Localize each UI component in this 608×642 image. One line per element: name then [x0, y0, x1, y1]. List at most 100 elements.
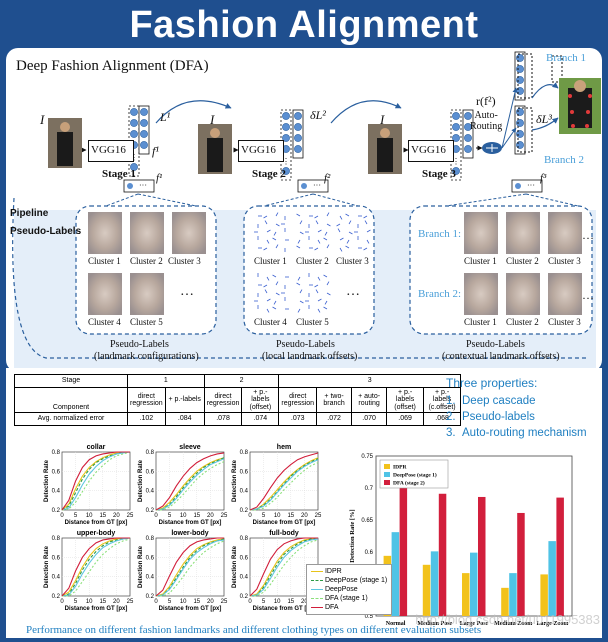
y-tick: 0.8 — [52, 536, 61, 542]
y-tick: 0.8 — [146, 450, 155, 456]
property-item: 3.Auto-routing mechanism — [446, 427, 596, 439]
x-tick: 5 — [168, 599, 172, 605]
offset-vector — [326, 212, 330, 217]
f-label-1: f¹ — [156, 172, 163, 184]
net-ellipsis: ⋮ — [130, 153, 138, 162]
neuron — [452, 123, 460, 131]
offset-vector — [317, 229, 322, 233]
offset-vector — [366, 229, 371, 233]
y-tick: 0.7 — [365, 486, 374, 492]
neuron — [464, 112, 472, 120]
x-tick: 15 — [193, 599, 200, 605]
vgg16-label-1: VGG16 — [91, 144, 126, 156]
offset-vector — [263, 247, 268, 251]
series-line — [249, 537, 318, 597]
offset-vector — [346, 239, 350, 244]
bar — [462, 573, 470, 616]
offset-vector — [297, 239, 301, 244]
dfa-title: Deep Fashion Alignment (DFA) — [16, 58, 209, 74]
results-panel: Stage 1 2 3 Component direct regression … — [6, 368, 602, 638]
f-box-ellipsis: ··· — [527, 181, 535, 190]
x-tick: 20 — [113, 599, 120, 605]
x-axis-label: Distance from GT [px] — [159, 606, 222, 612]
x-tick: 0 — [154, 599, 158, 605]
x-tick: 15 — [99, 599, 106, 605]
offset-vector — [272, 274, 277, 278]
category-label: Large Pose — [460, 621, 489, 627]
y-tick: 0.4 — [146, 575, 155, 581]
table-error-header: Avg. normalized error — [14, 412, 128, 427]
y-tick: 0.65 — [361, 518, 373, 524]
y-tick: 0.4 — [240, 575, 249, 581]
offset-vector — [273, 300, 277, 305]
offset-vector — [266, 229, 271, 233]
series-line — [155, 457, 225, 511]
offset-vector — [296, 282, 301, 286]
y-axis-label: Detection Rate — [138, 545, 144, 588]
offset-vector — [317, 276, 321, 281]
offset-vector — [314, 247, 319, 251]
offset-vector — [339, 247, 343, 252]
f-box-ellipsis: ··· — [313, 181, 321, 190]
series-line — [155, 457, 225, 511]
series-line — [61, 451, 130, 511]
routing-formula: r(f²) — [476, 94, 496, 108]
input-label-2: I — [210, 112, 215, 127]
x-axis-label: Distance from GT [px] — [253, 606, 316, 612]
plot-frame — [249, 451, 319, 511]
x-tick: 0 — [248, 513, 252, 519]
offset-vector — [323, 274, 328, 278]
property-label: Auto-routing mechanism — [462, 427, 587, 439]
offset-vector — [345, 213, 350, 217]
offset-vector — [272, 306, 277, 310]
chart-title: hem — [277, 444, 291, 451]
neuron — [452, 167, 460, 175]
series-line — [61, 451, 130, 511]
neuron — [140, 119, 148, 127]
legend-label: IDPR — [393, 465, 407, 471]
y-tick: 0.75 — [361, 454, 373, 460]
stage-1-label: Stage 1 — [102, 168, 136, 180]
legend-swatch — [384, 464, 390, 469]
series-line — [61, 537, 130, 597]
f-box — [297, 179, 329, 193]
legend-label: DeepPose (stage 1) — [393, 472, 437, 479]
y-tick: 0.2 — [52, 508, 61, 514]
y-tick: 0.8 — [52, 450, 61, 456]
caption-2-sub: (local landmark offsets) — [262, 351, 358, 362]
neuron — [516, 54, 524, 62]
offset-vector — [299, 289, 303, 294]
y-axis-label: Detection Rate [%] — [349, 509, 356, 562]
watermark: http://blog.csdn.net/u011995383 — [415, 612, 600, 627]
legend-box — [379, 459, 449, 489]
input-label-1: I — [40, 112, 45, 127]
pipeline-diagram: ⋮⋮⋮········· — [12, 51, 601, 372]
series-line — [250, 539, 319, 597]
legend-label: DFA (stage 2) — [393, 480, 425, 487]
offset-vector — [273, 231, 277, 236]
y-tick: 0.8 — [146, 536, 155, 542]
f-label-1a: f¹ — [152, 144, 159, 158]
series-line — [249, 537, 319, 597]
neuron — [294, 123, 302, 131]
offset-vector — [348, 231, 353, 235]
y-tick: 0.4 — [146, 489, 155, 495]
offset-vector — [297, 276, 301, 281]
offset-vector — [323, 237, 328, 241]
g2-cluster-1: Cluster 1 — [254, 256, 287, 266]
neuron — [140, 141, 148, 149]
property-label: Pseudo-labels — [462, 411, 535, 423]
table-comp-8: + p.-labels (c.offset) — [423, 387, 462, 414]
offset-vector — [317, 298, 322, 302]
g1-cluster-2: Cluster 2 — [130, 256, 163, 266]
neuron — [127, 183, 133, 189]
g3-cluster-2: Cluster 2 — [506, 256, 539, 266]
table-stage-header: Stage — [14, 374, 128, 388]
series-line — [61, 537, 130, 597]
offset-vector — [326, 292, 331, 296]
y-tick: 0.4 — [240, 489, 249, 495]
caption-3-sub: (contextual landmark offsets) — [442, 351, 560, 362]
offset-vector — [339, 237, 344, 241]
